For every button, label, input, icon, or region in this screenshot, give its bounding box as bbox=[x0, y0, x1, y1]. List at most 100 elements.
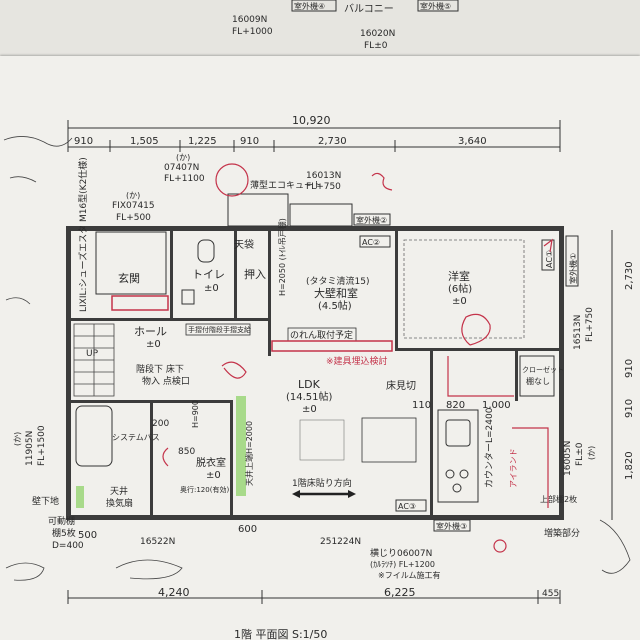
svg-text:11905N: 11905N bbox=[25, 431, 35, 466]
top-left-code: 16009N bbox=[232, 15, 267, 25]
closet-box bbox=[519, 355, 555, 397]
toilet-fixture bbox=[197, 239, 215, 263]
dim-right-labels: 2,730 910 910 1,820 bbox=[624, 261, 635, 480]
washitsu-note: (タタミ清流15) bbox=[306, 275, 369, 287]
svg-text:LIXIL:シューズエスタ M16型(K2仕様): LIXIL:シューズエスタ M16型(K2仕様) bbox=[77, 157, 89, 312]
oshiire-mark: 天袋 bbox=[234, 238, 254, 251]
room-closet: クローゼット bbox=[522, 365, 564, 374]
dim-bottom-600: 600 bbox=[238, 524, 257, 535]
svg-text:FL+500: FL+500 bbox=[116, 213, 151, 223]
svg-text:16513N: 16513N bbox=[573, 315, 583, 350]
arrow-left-head bbox=[292, 490, 300, 498]
ac3-box bbox=[395, 499, 427, 512]
svg-text:FIX07415: FIX07415 bbox=[112, 201, 155, 211]
shoebox-outline bbox=[95, 231, 167, 295]
dim-bottom-3: 455 bbox=[542, 589, 559, 599]
svg-text:FL+1500: FL+1500 bbox=[37, 425, 47, 466]
youshitsu-level: ±0 bbox=[452, 296, 467, 307]
svg-text:(か): (か) bbox=[176, 153, 190, 162]
window-11905: (か) 11905N FL+1500 bbox=[13, 425, 47, 466]
youshitsu-size: (6帖) bbox=[448, 282, 472, 295]
dim-right-2: 910 bbox=[624, 359, 635, 378]
room-entrance: 玄関 bbox=[118, 271, 140, 285]
sofa bbox=[299, 419, 345, 461]
dim-right-3: 910 bbox=[624, 399, 635, 418]
room-bath: システムバス bbox=[112, 433, 160, 442]
dim-right-1: 2,730 bbox=[624, 261, 635, 290]
dim-850: 850 bbox=[178, 447, 195, 457]
room-toilet: トイレ bbox=[192, 268, 225, 281]
dim-1000: 1,000 bbox=[482, 400, 511, 411]
entrance-tile-mark bbox=[111, 295, 169, 311]
svg-text:FL+750: FL+750 bbox=[306, 182, 341, 192]
tsurido-note: H=2050 (ﾄｲﾚ吊戸棚) bbox=[277, 218, 287, 296]
floor-cut: 床見切 bbox=[386, 379, 416, 392]
pencil-scribbles bbox=[3, 136, 631, 581]
outdoor-unit-1: 室外機① bbox=[568, 253, 578, 284]
ac1-box bbox=[541, 239, 555, 271]
bathtub bbox=[75, 405, 113, 467]
handrail-note: 手摺付階段手摺支給 bbox=[188, 325, 251, 334]
svg-text:16005N: 16005N bbox=[563, 441, 573, 476]
dim-ticks-top bbox=[67, 120, 561, 152]
window-bottom-2: (ｶﾙﾗﾂﾁ) FL+1200 bbox=[370, 560, 435, 569]
thin-ecocute: 薄型エコキュート bbox=[250, 179, 322, 191]
ceiling-vent: 天井 bbox=[110, 485, 128, 497]
under-stairs: 階段下 床下 bbox=[136, 363, 184, 375]
dim-total: 10,920 bbox=[292, 114, 331, 127]
window-16013-top: 16013N FL+750 bbox=[306, 171, 341, 192]
window-bottom: 横じり06007N bbox=[370, 547, 432, 559]
shelf-count: 棚5枚 bbox=[52, 527, 76, 539]
dim-ticks-bottom bbox=[67, 590, 561, 604]
kitchen-sink bbox=[445, 419, 471, 447]
outdoor-unit-3: 室外機③ bbox=[436, 521, 467, 531]
room-storage: 押入 bbox=[244, 267, 266, 281]
top-right-fl: FL±0 bbox=[364, 41, 388, 51]
storage-check: 物入 点検口 bbox=[142, 375, 190, 387]
counter-length: カウンターL=2400 bbox=[484, 407, 495, 488]
balcony-label: バルコニー bbox=[344, 3, 394, 15]
dim-110: 110 bbox=[412, 400, 431, 411]
svg-text:(か): (か) bbox=[126, 191, 140, 200]
outer-walls bbox=[66, 226, 564, 520]
window-07407: (か) 07407N FL+1100 bbox=[164, 153, 205, 184]
ac2-label: AC② bbox=[362, 238, 380, 247]
dining-table bbox=[361, 417, 417, 463]
svg-text:07407N: 07407N bbox=[164, 163, 199, 173]
noren-note: のれん取付予定 bbox=[290, 329, 353, 341]
dressing-level: ±0 bbox=[206, 470, 221, 481]
svg-text:(か): (か) bbox=[587, 446, 596, 460]
arrow-right-head bbox=[348, 490, 356, 498]
code-16522: 16522N bbox=[140, 537, 175, 547]
pantry-note: アイランド bbox=[509, 448, 518, 488]
handrail-box bbox=[185, 323, 251, 336]
dim-seg-4: 910 bbox=[240, 136, 259, 147]
green-marker-wall bbox=[236, 396, 246, 496]
outdoor-unit-4: 室外機④ bbox=[294, 1, 325, 11]
ac1-label: AC① bbox=[545, 250, 554, 268]
shoebox-note: LIXIL:シューズエスタ M16型(K2仕様) bbox=[77, 157, 89, 312]
kitchen-counter bbox=[437, 409, 479, 503]
stairs-up: UP bbox=[86, 349, 99, 359]
outdoor-unit-5-box bbox=[417, 0, 459, 12]
ecocute-box bbox=[227, 193, 289, 227]
hall-level: ±0 bbox=[146, 339, 161, 350]
svg-text:FL+1100: FL+1100 bbox=[164, 174, 205, 184]
toilet-level: ±0 bbox=[204, 283, 219, 294]
closet-sub: 棚なし bbox=[526, 376, 550, 386]
room-washitsu: 大壁和室 bbox=[314, 286, 358, 300]
upper-shelf: 上部棚2枚 bbox=[540, 494, 577, 504]
svg-text:FL±0: FL±0 bbox=[575, 442, 585, 466]
room-ldk: LDK bbox=[298, 378, 321, 391]
outdoor-unit-4-box bbox=[291, 0, 337, 12]
dim-seg-5: 2,730 bbox=[318, 136, 347, 147]
shelf-depth: D=400 bbox=[52, 541, 84, 551]
outdoor-unit-3-box bbox=[433, 519, 471, 532]
dim-seg-6: 3,640 bbox=[458, 136, 487, 147]
dim-200: 200 bbox=[152, 419, 169, 429]
code-251224: 251224N bbox=[320, 537, 361, 547]
ldk-level: ±0 bbox=[302, 404, 317, 415]
movable-shelf: 可動棚 bbox=[48, 515, 75, 527]
outdoor-unit-5: 室外機⑤ bbox=[420, 1, 451, 11]
